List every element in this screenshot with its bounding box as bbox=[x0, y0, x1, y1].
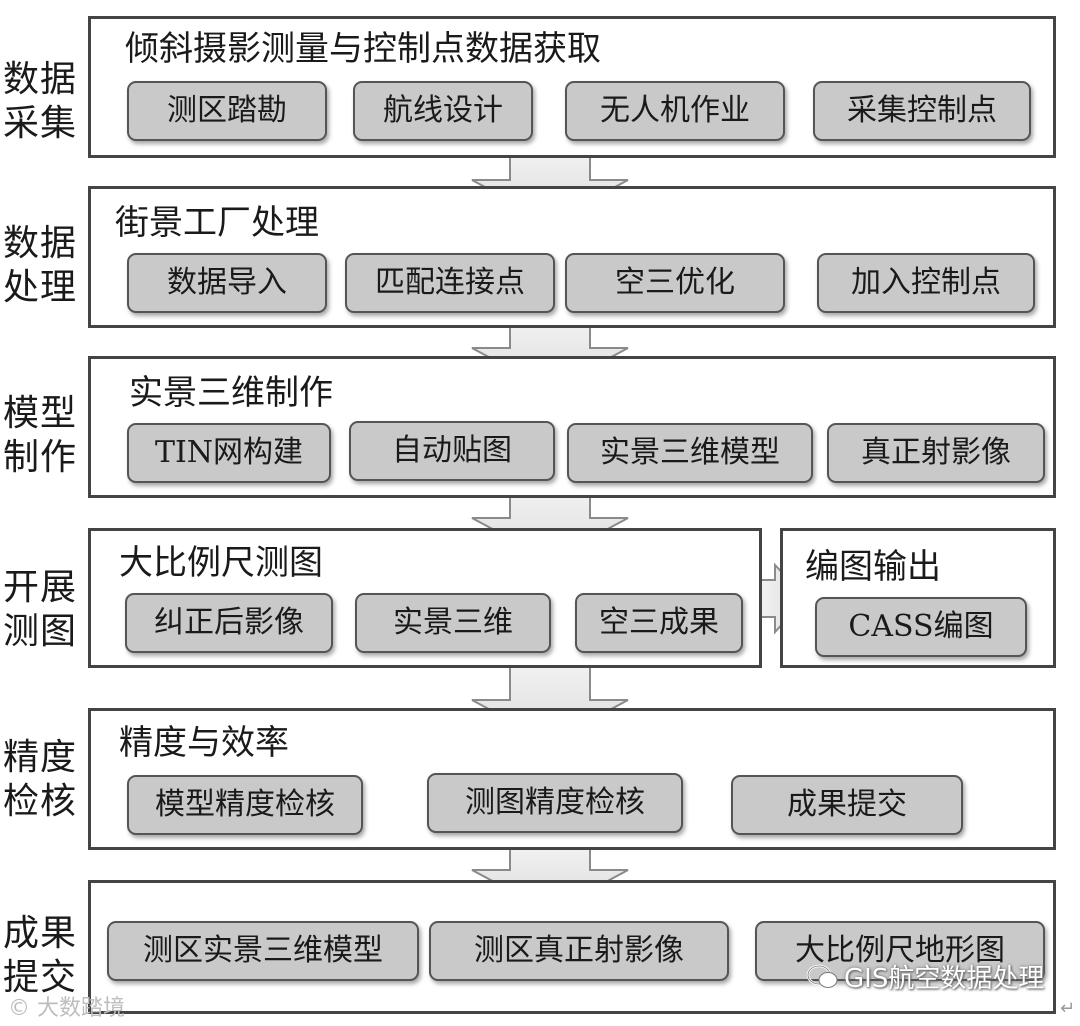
paragraph-mark-icon: ↵ bbox=[1060, 998, 1076, 1019]
stage-title: 编图输出 bbox=[805, 547, 941, 587]
watermark: GIS航空数据处理 bbox=[806, 958, 1044, 995]
stage-title: 倾斜摄影测量与控制点数据获取 bbox=[125, 29, 601, 69]
watermark-text: GIS航空数据处理 bbox=[844, 964, 1045, 994]
step-data-import: 数据导入 bbox=[127, 253, 327, 313]
step-survey-area-reconnaissance: 测区踏勘 bbox=[127, 81, 327, 141]
stage-title: 实景三维制作 bbox=[129, 373, 333, 413]
stage-box-model-production: 实景三维制作 TIN网构建 自动贴图 实景三维模型 真正射影像 bbox=[88, 356, 1056, 498]
step-rectified-imagery: 纠正后影像 bbox=[125, 593, 333, 653]
side-label-data-collection: 数据 采集 bbox=[2, 59, 77, 144]
step-mapping-accuracy-check: 测图精度检核 bbox=[427, 773, 683, 833]
side-label-data-processing: 数据 处理 bbox=[2, 223, 77, 308]
step-aerial-triangulation-results: 空三成果 bbox=[575, 593, 743, 653]
step-flight-route-design: 航线设计 bbox=[353, 81, 533, 141]
stage-box-deliverables: 测区实景三维模型 测区真正射影像 大比例尺地形图 bbox=[88, 880, 1056, 1014]
step-cass-mapping: CASS编图 bbox=[815, 597, 1027, 657]
step-true-orthophoto: 真正射影像 bbox=[827, 423, 1045, 483]
side-label-deliverables: 成果 提交 bbox=[2, 913, 77, 998]
stage-title: 精度与效率 bbox=[119, 723, 289, 763]
stage-box-mapping: 大比例尺测图 纠正后影像 实景三维 空三成果 bbox=[88, 528, 762, 668]
side-label-mapping: 开展 测图 bbox=[2, 567, 77, 652]
side-label-model-production: 模型 制作 bbox=[2, 393, 77, 478]
step-collect-control-points: 采集控制点 bbox=[813, 81, 1031, 141]
step-tie-point-matching: 匹配连接点 bbox=[345, 253, 555, 313]
step-tin-construction: TIN网构建 bbox=[127, 423, 331, 483]
stage-title: 大比例尺测图 bbox=[119, 543, 323, 583]
step-true-orthophoto-of-area: 测区真正射影像 bbox=[429, 921, 729, 981]
step-aerial-triangulation-optimization: 空三优化 bbox=[565, 253, 785, 313]
step-auto-texturing: 自动贴图 bbox=[349, 421, 555, 481]
copyright-icon: © bbox=[8, 996, 30, 1021]
step-3d-reality-model-of-area: 测区实景三维模型 bbox=[107, 921, 419, 981]
stage-box-data-processing: 街景工厂处理 数据导入 匹配连接点 空三优化 加入控制点 bbox=[88, 186, 1056, 328]
stage-title: 街景工厂处理 bbox=[115, 203, 319, 243]
step-3d-reality: 实景三维 bbox=[355, 593, 551, 653]
step-model-accuracy-check: 模型精度检核 bbox=[127, 775, 363, 835]
side-label-accuracy-check: 精度 检核 bbox=[2, 737, 77, 822]
step-drone-operation: 无人机作业 bbox=[565, 81, 785, 141]
step-large-scale-topographic-map: 大比例尺地形图 bbox=[755, 921, 1045, 981]
stage-box-data-collection: 倾斜摄影测量与控制点数据获取 测区踏勘 航线设计 无人机作业 采集控制点 bbox=[88, 16, 1056, 158]
step-add-control-points: 加入控制点 bbox=[817, 253, 1035, 313]
stage-box-map-output: 编图输出 CASS编图 bbox=[780, 528, 1056, 668]
stage-box-accuracy-efficiency: 精度与效率 模型精度检核 测图精度检核 成果提交 bbox=[88, 708, 1056, 850]
chat-bubble-icon bbox=[806, 964, 838, 988]
source-watermark-text: 大数踏境 bbox=[37, 996, 126, 1021]
source-watermark: © 大数踏境 bbox=[8, 990, 125, 1022]
step-result-submission: 成果提交 bbox=[731, 775, 963, 835]
step-3d-reality-model: 实景三维模型 bbox=[567, 423, 813, 483]
